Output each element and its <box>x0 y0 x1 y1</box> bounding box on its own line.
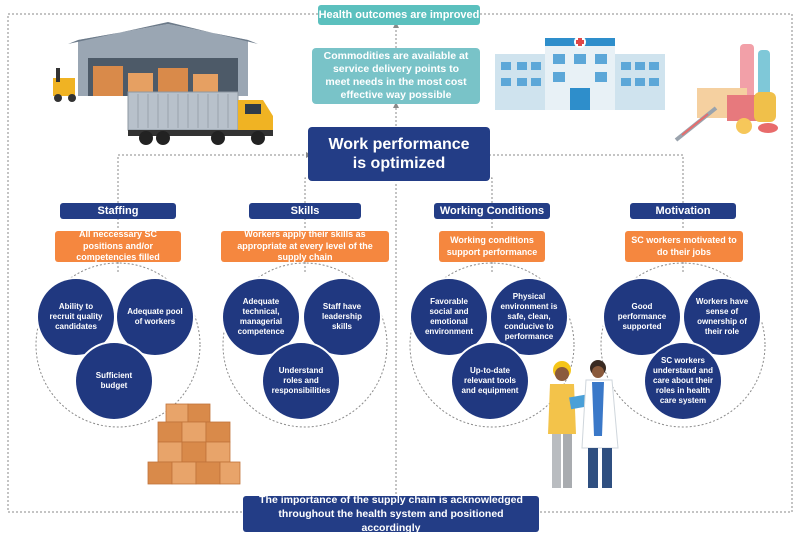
commodities-box: Commodities are available at service del… <box>312 48 480 104</box>
working-conditions-header-text: Working Conditions <box>439 205 545 217</box>
staffing-circle-recruit: Ability to recruit quality candidates <box>38 279 114 355</box>
staffing-circle-pool: Adequate pool of workers <box>117 279 193 355</box>
staffing-header: Staffing <box>60 203 176 219</box>
circle-text: Favorable social and emotional environme… <box>424 297 473 336</box>
skills-circle-competence: Adequate technical, managerial competenc… <box>223 279 299 355</box>
commodities-text: Commodities are available at service del… <box>323 49 469 102</box>
wc-circle-social: Favorable social and emotional environme… <box>411 279 487 355</box>
staffing-goal: All neccessary SC positions and/or compe… <box>55 228 181 263</box>
hospital-illustration <box>495 36 665 110</box>
skills-header: Skills <box>249 203 361 219</box>
working-conditions-goal-text: Working conditions support performance <box>446 234 538 257</box>
motivation-circle-performance: Good performance supported <box>604 279 680 355</box>
circle-text: Physical environment is safe, clean, con… <box>500 292 558 341</box>
circle-text: Good performance supported <box>617 302 667 331</box>
health-workers-illustration <box>548 360 619 488</box>
staffing-header-text: Staffing <box>97 205 139 217</box>
working-conditions-goal: Working conditions support performance <box>439 231 545 262</box>
circle-text: Understand roles and responsibilities <box>271 366 331 395</box>
working-conditions-header: Working Conditions <box>434 203 550 219</box>
motivation-header: Motivation <box>630 203 736 219</box>
circle-text: Workers have sense of ownership of their… <box>695 297 749 336</box>
motivation-circle-ownership: Workers have sense of ownership of their… <box>684 279 760 355</box>
skills-header-text: Skills <box>290 205 320 217</box>
bottom-banner-text: The importance of the supply chain is ac… <box>259 493 523 535</box>
skills-circle-roles: Understand roles and responsibilities <box>263 343 339 419</box>
staffing-circle-budget: Sufficient budget <box>76 343 152 419</box>
motivation-circle-care: SC workers understand and care about the… <box>645 343 721 419</box>
wc-circle-physical: Physical environment is safe, clean, con… <box>491 279 567 355</box>
circle-text: Up-to-date relevant tools and equipment <box>461 366 519 395</box>
bottom-banner: The importance of the supply chain is ac… <box>243 494 539 534</box>
wc-circle-tools: Up-to-date relevant tools and equipment <box>452 343 528 419</box>
circle-text: Adequate technical, managerial competenc… <box>237 297 285 336</box>
boxes-illustration <box>147 403 241 485</box>
staffing-goal-text: All neccessary SC positions and/or compe… <box>76 228 160 263</box>
circle-text: Staff have leadership skills <box>321 302 362 331</box>
work-performance-text: Work performance is optimized <box>328 135 470 172</box>
motivation-goal-text: SC workers motivated to do their jobs <box>631 234 737 257</box>
medicine-illustration <box>674 44 778 142</box>
circle-text: SC workers understand and care about the… <box>653 356 714 405</box>
skills-goal-text: Workers apply their skills as appropriat… <box>237 228 373 263</box>
skills-goal: Workers apply their skills as appropriat… <box>221 228 389 263</box>
warehouse-truck-illustration <box>53 22 273 145</box>
skills-circle-leadership: Staff have leadership skills <box>304 279 380 355</box>
circle-text: Sufficient budget <box>95 371 133 390</box>
circle-text: Adequate pool of workers <box>127 307 183 326</box>
health-outcome-box: Health outcomes are improved <box>318 5 480 25</box>
circle-text: Ability to recruit quality candidates <box>49 302 103 331</box>
motivation-header-text: Motivation <box>655 205 711 217</box>
health-outcome-text: Health outcomes are improved <box>318 9 480 21</box>
work-performance-box: Work performance is optimized <box>308 127 490 181</box>
motivation-goal: SC workers motivated to do their jobs <box>625 231 743 262</box>
